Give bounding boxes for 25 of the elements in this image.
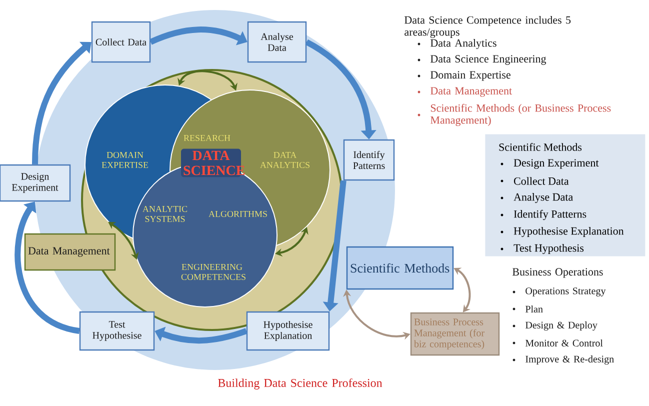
list-item: Scientific Methods (or Business Process Management): [430, 104, 611, 126]
process-box: Data Management: [24, 233, 116, 271]
caption: Building Data Science Profession: [218, 378, 382, 390]
list-item: Operations Strategy: [526, 288, 606, 296]
list-panel: Scientific Methods Design Experiment Collect Data Analyse Data Identify Patterns Hypothesise Explanation Test Hypothesis: [485, 134, 646, 256]
process-box: Hypothesise Explanation: [246, 311, 330, 351]
list-heading: Business Operations: [512, 268, 603, 278]
overlap-label: RESEARCH: [184, 134, 230, 142]
list-item: Data Science Engineering: [430, 55, 546, 65]
list-item: Design & Deploy: [525, 321, 598, 331]
list-item: Domain Expertise: [430, 71, 510, 81]
process-box: Design Experiment: [0, 164, 71, 202]
arrow: [14, 202, 80, 334]
list-item: Improve & Re-design: [526, 355, 614, 365]
process-box: Scientific Methods: [346, 246, 454, 290]
process-box: Business Process Management (for biz competences): [410, 312, 500, 356]
list-item: Data Management: [430, 87, 512, 97]
process-box: Analyse Data: [247, 21, 307, 63]
list-item: Data Analytics: [430, 39, 496, 49]
process-box: Test Hypothesise: [79, 311, 155, 351]
list-item: Plan: [525, 305, 543, 312]
process-box: Identify Patterns: [343, 139, 395, 181]
process-box: Collect Data: [91, 21, 151, 63]
list-heading: Data Science Competence includes 5 areas/groups: [404, 16, 571, 38]
list-item: Monitor & Control: [525, 339, 603, 346]
